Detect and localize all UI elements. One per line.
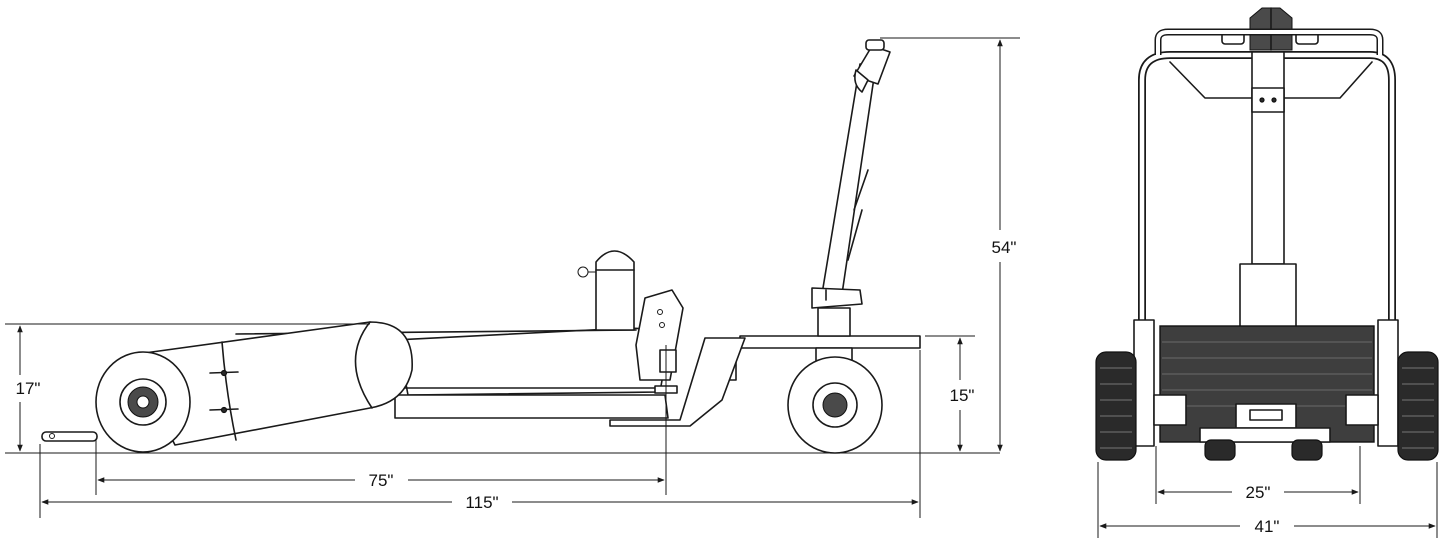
- dimension-roller-height: 17": [5, 323, 370, 452]
- inner-track-label: 25": [1246, 483, 1271, 502]
- front-roller-wheel: [95, 351, 191, 453]
- side-view: 54" 15" 17" 75": [5, 37, 1020, 518]
- front-caster-wheels: [1204, 439, 1323, 461]
- overall-length-label: 115": [465, 493, 498, 512]
- dimension-height-overall: 54": [880, 37, 1020, 452]
- front-roller-body: [1159, 325, 1375, 443]
- front-center-column: [1239, 51, 1297, 329]
- roller-drum: [129, 321, 413, 446]
- front-left-tire: [1095, 351, 1137, 461]
- roller-height-label: 17": [16, 379, 41, 398]
- overall-width-label: 41": [1255, 517, 1280, 536]
- front-right-tire: [1397, 351, 1439, 461]
- dimension-overall-length: 115": [39, 350, 921, 518]
- tow-hitch: [41, 431, 98, 442]
- dimension-wheelbase: 75": [95, 345, 667, 495]
- dimension-overall-width: 41": [1097, 462, 1438, 538]
- wheelbase-label: 75": [369, 471, 394, 490]
- rear-platform: [609, 335, 921, 427]
- canister-tank: [577, 250, 635, 331]
- dimension-inner-track: 25": [1155, 446, 1361, 504]
- steering-column: [811, 39, 891, 337]
- dimension-platform-height: 15": [925, 335, 975, 452]
- chassis-frame: [159, 327, 669, 419]
- rear-caster-wheel: [787, 347, 883, 454]
- front-side-brackets: [1133, 319, 1399, 447]
- height-overall-label: 54": [992, 238, 1017, 257]
- platform-height-label: 15": [950, 386, 975, 405]
- front-view: 25" 41": [1095, 7, 1439, 538]
- seat-bracket: [635, 289, 684, 394]
